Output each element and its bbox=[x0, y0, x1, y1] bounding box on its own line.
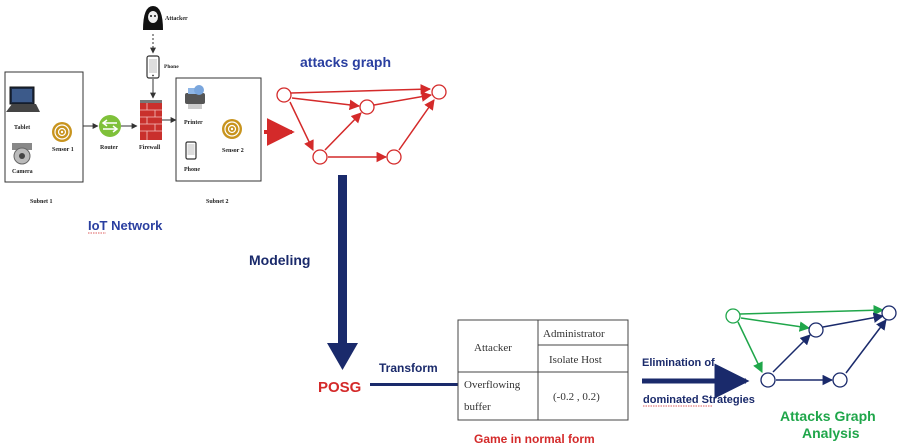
attacks-graph-title: attacks graph bbox=[300, 54, 391, 70]
table-row-action-1: Overflowing bbox=[464, 379, 521, 391]
red-node-1 bbox=[276, 87, 292, 103]
attacker-icon bbox=[143, 6, 163, 30]
subnet2-box bbox=[175, 77, 262, 182]
camera-label: Camera bbox=[12, 169, 33, 175]
table-row-header: Attacker bbox=[474, 342, 512, 354]
analysis-graph bbox=[725, 305, 897, 388]
red-node-4 bbox=[312, 149, 328, 165]
iot-network-title: IoT Network bbox=[88, 218, 163, 233]
green-edge-2 bbox=[737, 321, 763, 373]
red-edge-3 bbox=[291, 97, 361, 111]
red-edge-1 bbox=[290, 84, 432, 95]
attacks-graph: attacks graph bbox=[276, 54, 447, 165]
analysis-title-2: Analysis bbox=[802, 425, 860, 441]
analysis-node-2 bbox=[808, 322, 824, 338]
red-edge-4 bbox=[373, 91, 433, 106]
phone-top-icon bbox=[146, 55, 160, 79]
red-node-5 bbox=[386, 149, 402, 165]
sensor1-icon bbox=[52, 122, 72, 142]
subnet1-box bbox=[4, 71, 84, 183]
red-node-2 bbox=[359, 99, 375, 115]
red-edge-2 bbox=[289, 101, 314, 151]
navy-edge-2 bbox=[772, 334, 811, 373]
printer-label: Printer bbox=[184, 120, 203, 126]
table-col-action: Isolate Host bbox=[549, 354, 602, 366]
analysis-node-4 bbox=[760, 372, 776, 388]
firewall-label: Firewall bbox=[139, 145, 161, 151]
table-payoff: (-0.2 , 0.2) bbox=[553, 391, 600, 403]
firewall-icon bbox=[140, 100, 162, 140]
modeling-label: Modeling bbox=[249, 252, 310, 268]
printer-icon bbox=[185, 85, 205, 109]
phone-top-label: Phone bbox=[164, 64, 179, 70]
table-caption: Game in normal form bbox=[474, 432, 595, 446]
posg-label: POSG bbox=[318, 379, 361, 396]
subnet1-label: Subnet 1 bbox=[30, 199, 53, 205]
attacker-label: Attacker bbox=[165, 16, 188, 22]
analysis-node-3 bbox=[881, 305, 897, 321]
red-node-3 bbox=[431, 84, 447, 100]
transform-arrow-line bbox=[370, 383, 458, 386]
green-edge-1 bbox=[739, 305, 885, 316]
tablet-label: Tablet bbox=[14, 125, 30, 131]
router-label: Router bbox=[100, 145, 118, 151]
subnet2-label: Subnet 2 bbox=[206, 199, 229, 205]
analysis-node-5 bbox=[832, 372, 848, 388]
sensor2-icon bbox=[222, 119, 242, 139]
sensor1-label: Sensor 1 bbox=[52, 147, 74, 153]
elimination-label-2: dominated Strategies bbox=[643, 394, 755, 406]
transform-label: Transform bbox=[379, 361, 438, 375]
modeling-arrow bbox=[327, 175, 358, 370]
red-edge-7 bbox=[398, 99, 435, 151]
laptop-icon bbox=[6, 86, 40, 112]
red-edge-5 bbox=[324, 112, 362, 151]
table-row-action-2: buffer bbox=[464, 401, 491, 413]
navy-edge-4 bbox=[845, 319, 887, 374]
phone-subnet2-label: Phone bbox=[184, 167, 200, 173]
analysis-title-1: Attacks Graph bbox=[780, 408, 876, 424]
router-icon bbox=[99, 115, 121, 137]
phone-subnet2-icon bbox=[185, 141, 197, 160]
elimination-label-1: Elimination of bbox=[642, 357, 715, 369]
navy-edge-1 bbox=[822, 312, 885, 328]
iot-network: Tablet Camera Sensor 1 Router bbox=[4, 6, 262, 234]
camera-icon bbox=[12, 143, 32, 165]
green-edge-3 bbox=[740, 317, 811, 332]
sensor2-label: Sensor 2 bbox=[222, 148, 244, 154]
normal-form-table bbox=[457, 319, 629, 421]
table-col-header: Administrator bbox=[543, 328, 605, 340]
analysis-node-1 bbox=[725, 308, 741, 324]
